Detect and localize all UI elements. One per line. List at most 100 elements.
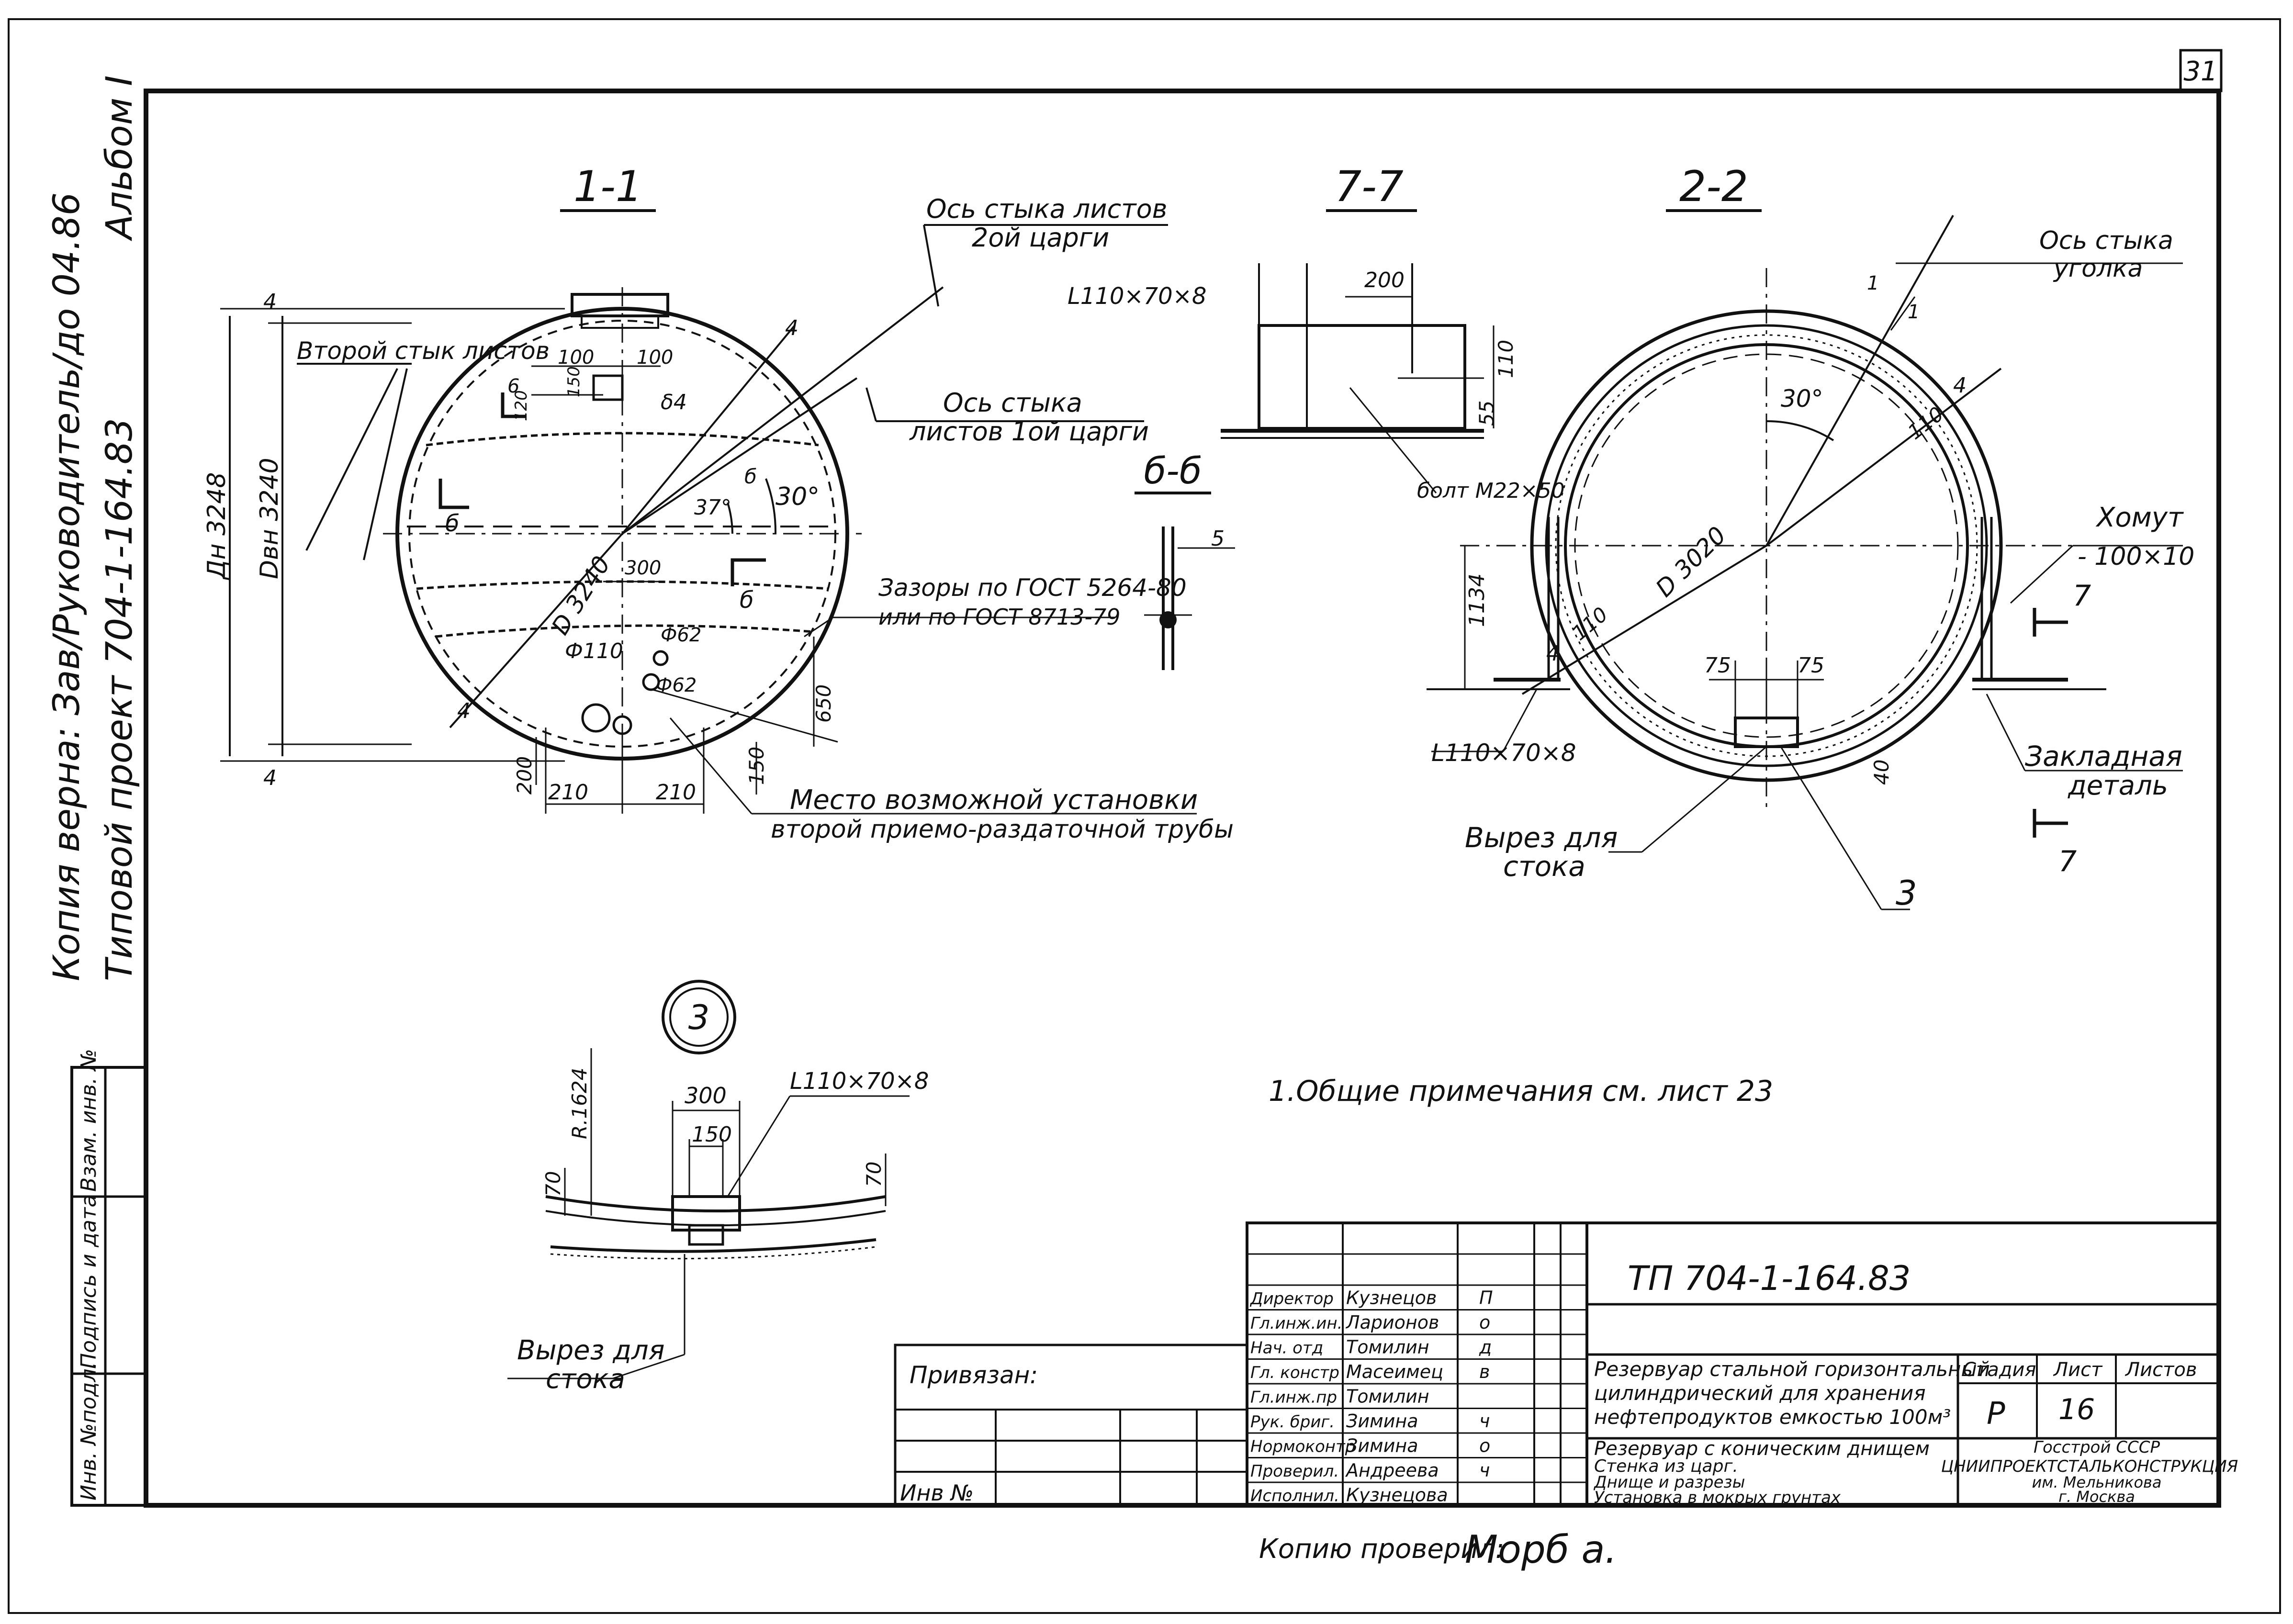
- cut-b-right: б: [740, 587, 754, 614]
- detail-3-angle: [671, 1195, 741, 1232]
- detail-3: 3 R.1624 300 150 70 70 L110×70×8 Вырез д…: [507, 980, 929, 1395]
- section-1-1: 1-1: [202, 162, 1234, 844]
- privyazan-label: Привязан:: [910, 1361, 1038, 1389]
- dim-40: 40: [1870, 760, 1893, 785]
- dim-delta4: δ4: [661, 390, 687, 414]
- dim-dvn-3240: Dвн 3240: [255, 458, 284, 579]
- list-label: Лист: [2053, 1359, 2103, 1381]
- role-signature: о: [1479, 1312, 1490, 1333]
- label-os-styka-1b: листов 1ой царги: [909, 416, 1149, 447]
- detail-3-angle-label: L110×70×8: [790, 1068, 929, 1095]
- role-name: Кузнецов: [1346, 1288, 1437, 1309]
- cut-b-left: б: [445, 510, 460, 537]
- role-name: Томилин: [1346, 1337, 1429, 1358]
- angle-label-7-7: L110×70×8: [1068, 283, 1206, 310]
- stamp-vzam: Взам. инв. №: [77, 1049, 101, 1192]
- page-number: 31: [2183, 56, 2217, 87]
- hole-f110: [581, 703, 611, 733]
- inv-no-label: Инв №: [900, 1480, 974, 1506]
- desc-2c: Днище и разрезы: [1593, 1473, 1745, 1492]
- stamp-inv-podl: Инв. №подл.: [77, 1362, 101, 1501]
- list-value: 16: [2058, 1393, 2095, 1426]
- dim-55-7-7: 55: [1475, 401, 1498, 426]
- label-zazory-2: или по ГОСТ 8713-79: [878, 604, 1121, 630]
- label-os-styka-2b: 2ой царги: [972, 223, 1109, 253]
- dim-4-lower-2-2: 4: [1546, 641, 1560, 666]
- role-signature: ч: [1479, 1460, 1490, 1481]
- dim-4-radial: 4: [785, 316, 798, 340]
- seam-upper: [426, 432, 819, 447]
- bolt-label: болт М22×50: [1417, 479, 1565, 503]
- role-signature: в: [1479, 1361, 1490, 1382]
- dim-4-upper-2-2: 4: [1953, 373, 1967, 398]
- angle-30-2-2: 30°: [1781, 385, 1823, 413]
- detail-3-stoka: стока: [546, 1364, 625, 1395]
- dim-1134: 1134: [1465, 573, 1489, 627]
- role-name: Кузнецова: [1346, 1485, 1448, 1506]
- role-title: Проверил.: [1250, 1462, 1339, 1481]
- page-number-box: [2179, 49, 2223, 92]
- dim-100-left: 100: [558, 347, 594, 369]
- section-b-b: б-б 5: [1135, 449, 1235, 670]
- label-zazory-1: Зазоры по ГОСТ 5264-80: [878, 574, 1187, 602]
- dim-210-right: 210: [656, 780, 696, 805]
- desc-1a: Резервуар стальной горизонтальный: [1594, 1357, 1990, 1381]
- org-3: им. Мельникова: [2032, 1473, 2162, 1491]
- desc-1b: цилиндрический для хранения: [1594, 1381, 1926, 1405]
- copy-check-label: Копию проверил:: [1259, 1534, 1504, 1565]
- drawing-code: ТП 704-1-164.83: [1628, 1259, 1911, 1298]
- detail-3-marker-outer: [662, 980, 736, 1054]
- role-title: Директор: [1249, 1289, 1334, 1309]
- side-stamp: Инв. №подл. Подпись и дата Взам. инв. №: [70, 1049, 147, 1507]
- role-name: Ларионов: [1345, 1312, 1439, 1333]
- listov-label: Листов: [2124, 1359, 2197, 1381]
- cut-7-top: 7: [2073, 579, 2091, 613]
- label-khomut: Хомут: [2095, 502, 2184, 533]
- role-title: Гл.инж.пр: [1250, 1388, 1337, 1407]
- dim-1-left: 1: [1867, 272, 1879, 294]
- role-name: Зимина: [1346, 1435, 1418, 1456]
- desc-2a: Резервуар с коническим днищем: [1594, 1438, 1930, 1460]
- role-name: Масеимец: [1346, 1361, 1443, 1382]
- angle-30: 30°: [776, 482, 820, 511]
- dim-200-7-7: 200: [1364, 268, 1405, 292]
- role-title: Нормоконтр: [1250, 1437, 1355, 1456]
- role-name: Андреева: [1345, 1460, 1439, 1481]
- angle-37: 37°: [694, 495, 731, 520]
- side-note-album: Альбом I: [98, 75, 140, 242]
- dim-110-7-7: 110: [1494, 340, 1517, 378]
- label-khomut-size: - 100×10: [2078, 542, 2194, 571]
- role-title: Нач. отд: [1250, 1339, 1323, 1358]
- section-7-7: 7-7 L110×70×8 200 110 55 болт М22×50: [1068, 162, 1565, 503]
- dim-5: 5: [1211, 526, 1225, 551]
- label-os-styka-ugolka: Ось стыка: [2039, 226, 2173, 255]
- dim-150-bottom: 150: [745, 747, 768, 785]
- label-os-styka-1: Ось стыка: [943, 388, 1082, 418]
- detail-3-dim-70-right: 70: [862, 1162, 886, 1187]
- sheet-trim-border: [8, 18, 2281, 1614]
- dim-4-lower: 4: [457, 699, 471, 723]
- dim-dn-3248: Дн 3248: [202, 472, 231, 581]
- stadia-value: Р: [1987, 1396, 2005, 1432]
- role-title: Рук. бриг.: [1250, 1412, 1335, 1432]
- label-mesto-1: Место возможной установки: [790, 784, 1198, 816]
- section-2-2: 2-2: [1427, 162, 2194, 913]
- label-vtoroi-styk: Второй стык листов: [297, 337, 550, 365]
- section-1-1-title: 1-1: [573, 162, 642, 211]
- role-signature: д: [1479, 1337, 1492, 1358]
- label-zakladnaya: Закладная: [2025, 740, 2182, 773]
- detail-3-shell: [545, 1195, 886, 1212]
- role-title: Гл.инж.ин.: [1250, 1314, 1342, 1333]
- dim-4-bottom: 4: [263, 766, 277, 790]
- role-title: Гл. констр: [1250, 1363, 1339, 1382]
- dim-75-left: 75: [1704, 653, 1731, 678]
- dim-300: 300: [625, 557, 661, 579]
- label-mesto-2: второй приемо-раздаточной трубы: [771, 815, 1234, 844]
- org-1: Госстрой СССР: [2034, 1438, 2160, 1457]
- dim-6-plate: 6: [507, 375, 519, 397]
- plate-detail: [592, 374, 624, 401]
- dim-100-right: 100: [637, 347, 673, 369]
